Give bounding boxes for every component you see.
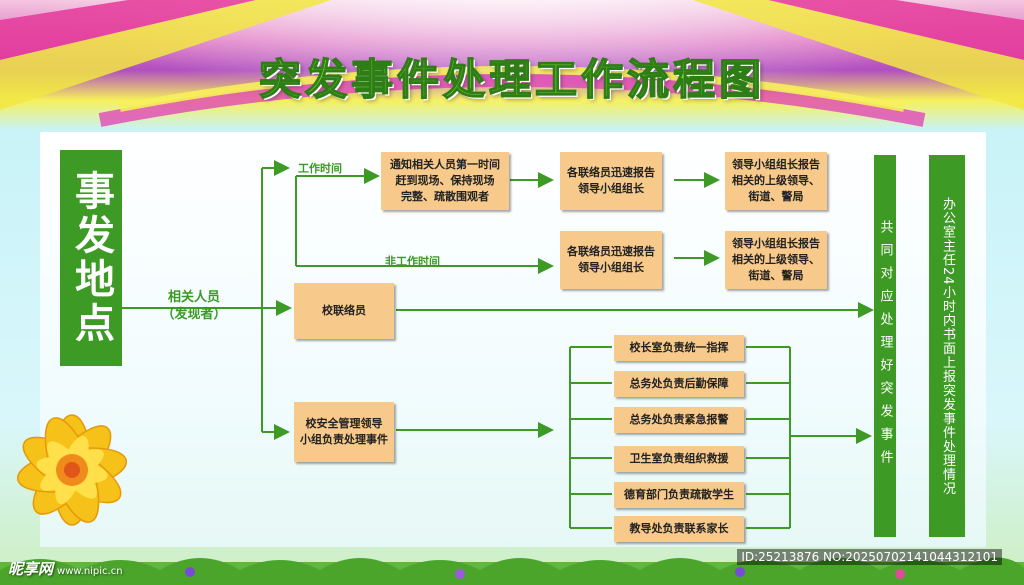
school-liaison-box: 校联络员 [294,283,394,339]
task-box: 德育部门负责疏散学生 [614,482,744,508]
flower-decoration [16,414,128,526]
liaison-report-box-1: 各联络员迅速报告 领导小组组长 [560,152,662,210]
non-work-time-label: 非工作时间 [385,255,440,268]
jointly-handle-column: 共同对应处理好突发事件 [874,155,896,537]
watermark-id: ID:25213876 NO:20250702141044312101 [737,549,1002,565]
notify-box: 通知相关人员第一时间 赶到现场、保持现场 完整、疏散围观者 [381,152,509,210]
task-box: 教导处负责联系家长 [614,516,744,542]
flow-panel [40,132,986,547]
work-time-label: 工作时间 [298,162,342,175]
task-box: 校长室负责统一指挥 [614,335,744,361]
rainbow-rays [0,0,1024,127]
safety-group-box: 校安全管理领导 小组负责处理事件 [294,402,394,462]
task-box: 总务处负责后勤保障 [614,371,744,397]
liaison-report-box-2: 各联络员迅速报告 领导小组组长 [560,231,662,289]
grass-decoration [0,557,1024,585]
task-box: 总务处负责紧急报警 [614,407,744,433]
leader-report-box-1: 领导小组组长报告 相关的上级领导、 街道、警局 [725,152,827,210]
page-title: 突发事件处理工作流程图 [258,54,765,105]
event-site-label: 事发地点 [60,150,122,366]
office-report-column: 办公室主任24小时内书面上报突发事件处理情况 [929,155,965,537]
reporter-label: 相关人员 （发现者） [161,290,227,322]
task-box: 卫生室负责组织救援 [614,446,744,472]
leader-report-box-2: 领导小组组长报告 相关的上级领导、 街道、警局 [725,231,827,289]
